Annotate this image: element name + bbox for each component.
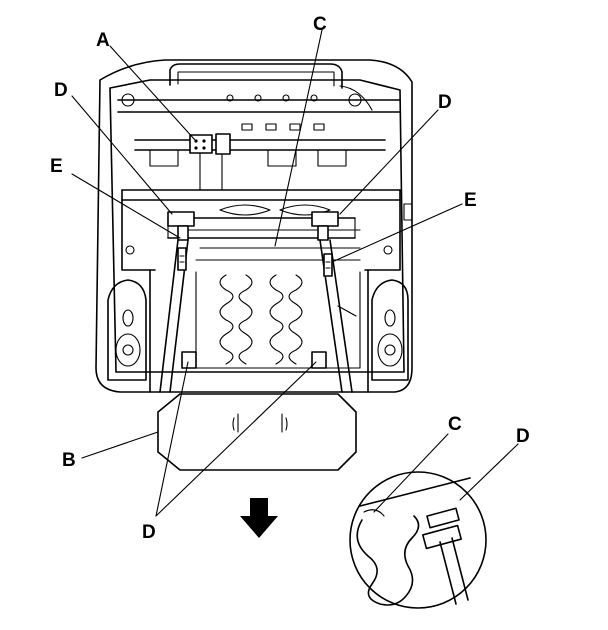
- label-e-left: E: [50, 156, 63, 177]
- seat-frame: [95, 59, 413, 393]
- label-a: A: [96, 30, 110, 51]
- label-d-top-right: D: [438, 92, 452, 113]
- label-d-detail: D: [516, 426, 530, 447]
- leader-lines: [71, 29, 519, 517]
- label-e-right: E: [464, 190, 477, 211]
- label-d-bottom: D: [142, 522, 156, 543]
- label-d-top-left: D: [54, 80, 68, 101]
- detail-inset: [349, 471, 487, 609]
- cover-clip-right: [311, 211, 357, 393]
- cover-clip-left: [159, 211, 197, 393]
- harness-connector-a: [189, 133, 231, 191]
- label-b: B: [62, 450, 76, 471]
- front-trim-panel-b: [157, 393, 357, 471]
- arrow-down-icon: [240, 498, 278, 538]
- label-c-detail: C: [448, 414, 462, 435]
- label-c: C: [313, 14, 327, 35]
